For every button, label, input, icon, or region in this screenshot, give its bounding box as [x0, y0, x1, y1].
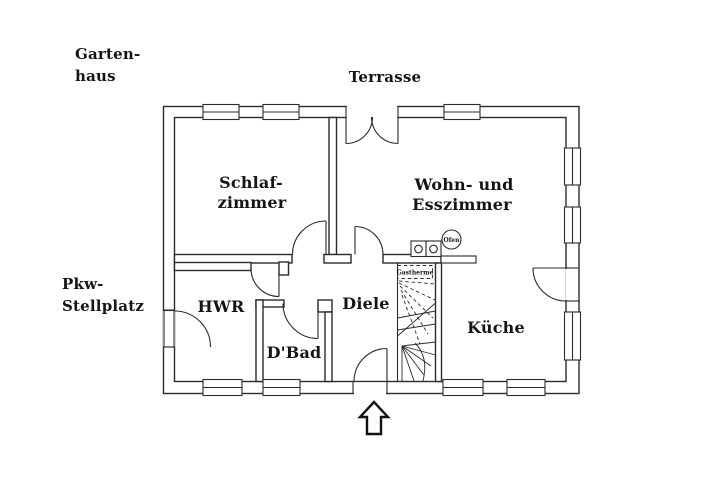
label-terrasse: Terrasse	[349, 68, 422, 86]
window	[262, 378, 301, 397]
window	[563, 311, 582, 361]
outer-wall-line	[162, 105, 580, 395]
wall-t-foot	[323, 253, 352, 264]
windows-right	[563, 147, 582, 361]
door-leaf	[163, 309, 175, 348]
stairs	[397, 280, 436, 382]
entrance-arrow	[357, 400, 391, 436]
stove-icon	[410, 240, 442, 258]
gastherme-icon: Gastherme	[397, 265, 434, 279]
door-swing-arc	[370, 116, 399, 145]
wall-hwr-top	[173, 261, 252, 272]
window	[563, 147, 582, 186]
window	[442, 378, 484, 397]
kueche-side-door	[532, 267, 579, 302]
hwr-door-jamb	[278, 261, 290, 276]
wall-schlafzimmer-bottom	[173, 253, 293, 264]
window	[443, 103, 481, 121]
wohnzimmer-door	[354, 225, 384, 255]
dbad-door	[282, 303, 319, 340]
wall-dbad-diele	[324, 311, 333, 383]
label-pkw-1: Pkw-	[62, 275, 104, 293]
hwr-door	[250, 268, 280, 298]
door-swing-arc	[354, 225, 384, 255]
label-gartenhaus-1: Garten-	[75, 45, 140, 63]
door-swing-arc	[353, 347, 388, 382]
label-hwr: HWR	[198, 297, 245, 316]
counter	[440, 255, 477, 264]
interior-walls	[173, 116, 443, 383]
windows-top	[202, 103, 481, 121]
label-schlafzimmer-2: zimmer	[218, 193, 287, 212]
window	[563, 206, 582, 244]
door-swing-arc	[291, 220, 327, 255]
window	[262, 103, 300, 121]
label-wohnzimmer-2: Esszimmer	[412, 195, 512, 214]
label-kueche: Küche	[467, 318, 525, 337]
wall-schlafzimmer-wohnzimmer	[328, 116, 338, 256]
labels: Garten- haus Terrasse Pkw- Stellplatz Sc…	[62, 45, 525, 362]
window	[506, 378, 546, 397]
gastherme-label: Gastherme	[397, 270, 434, 277]
door-swing-arc	[282, 303, 319, 340]
kitchen-fixtures: Ofen Gastherme	[397, 229, 477, 279]
door-swing-arc	[174, 310, 212, 348]
oven-icon: Ofen	[441, 229, 462, 250]
door-swing-arc	[532, 267, 567, 302]
label-schlafzimmer-1: Schlaf-	[219, 173, 283, 192]
door-swing-arc	[345, 116, 374, 145]
label-diele: Diele	[342, 294, 389, 313]
door-swing-arc	[250, 268, 280, 298]
label-pkw-2: Stellplatz	[62, 297, 144, 315]
label-dbad: D'Bad	[267, 343, 322, 362]
ofen-label: Ofen	[444, 237, 461, 244]
label-gartenhaus-2: haus	[75, 67, 116, 85]
window	[202, 103, 240, 121]
front-door	[352, 347, 388, 395]
wall-stair-kueche	[434, 262, 443, 383]
exterior-wall	[162, 105, 580, 395]
wall-hwr-dbad	[255, 299, 264, 383]
schlafzimmer-door	[291, 220, 327, 255]
terrace-door	[345, 105, 399, 145]
windows-bottom	[202, 378, 546, 397]
inner-wall-line	[173, 116, 567, 383]
hwr-exterior-door	[163, 309, 212, 348]
label-wohnzimmer-1: Wohn- und	[413, 175, 513, 194]
dbad-door-jamb	[317, 299, 333, 313]
window	[202, 378, 243, 397]
